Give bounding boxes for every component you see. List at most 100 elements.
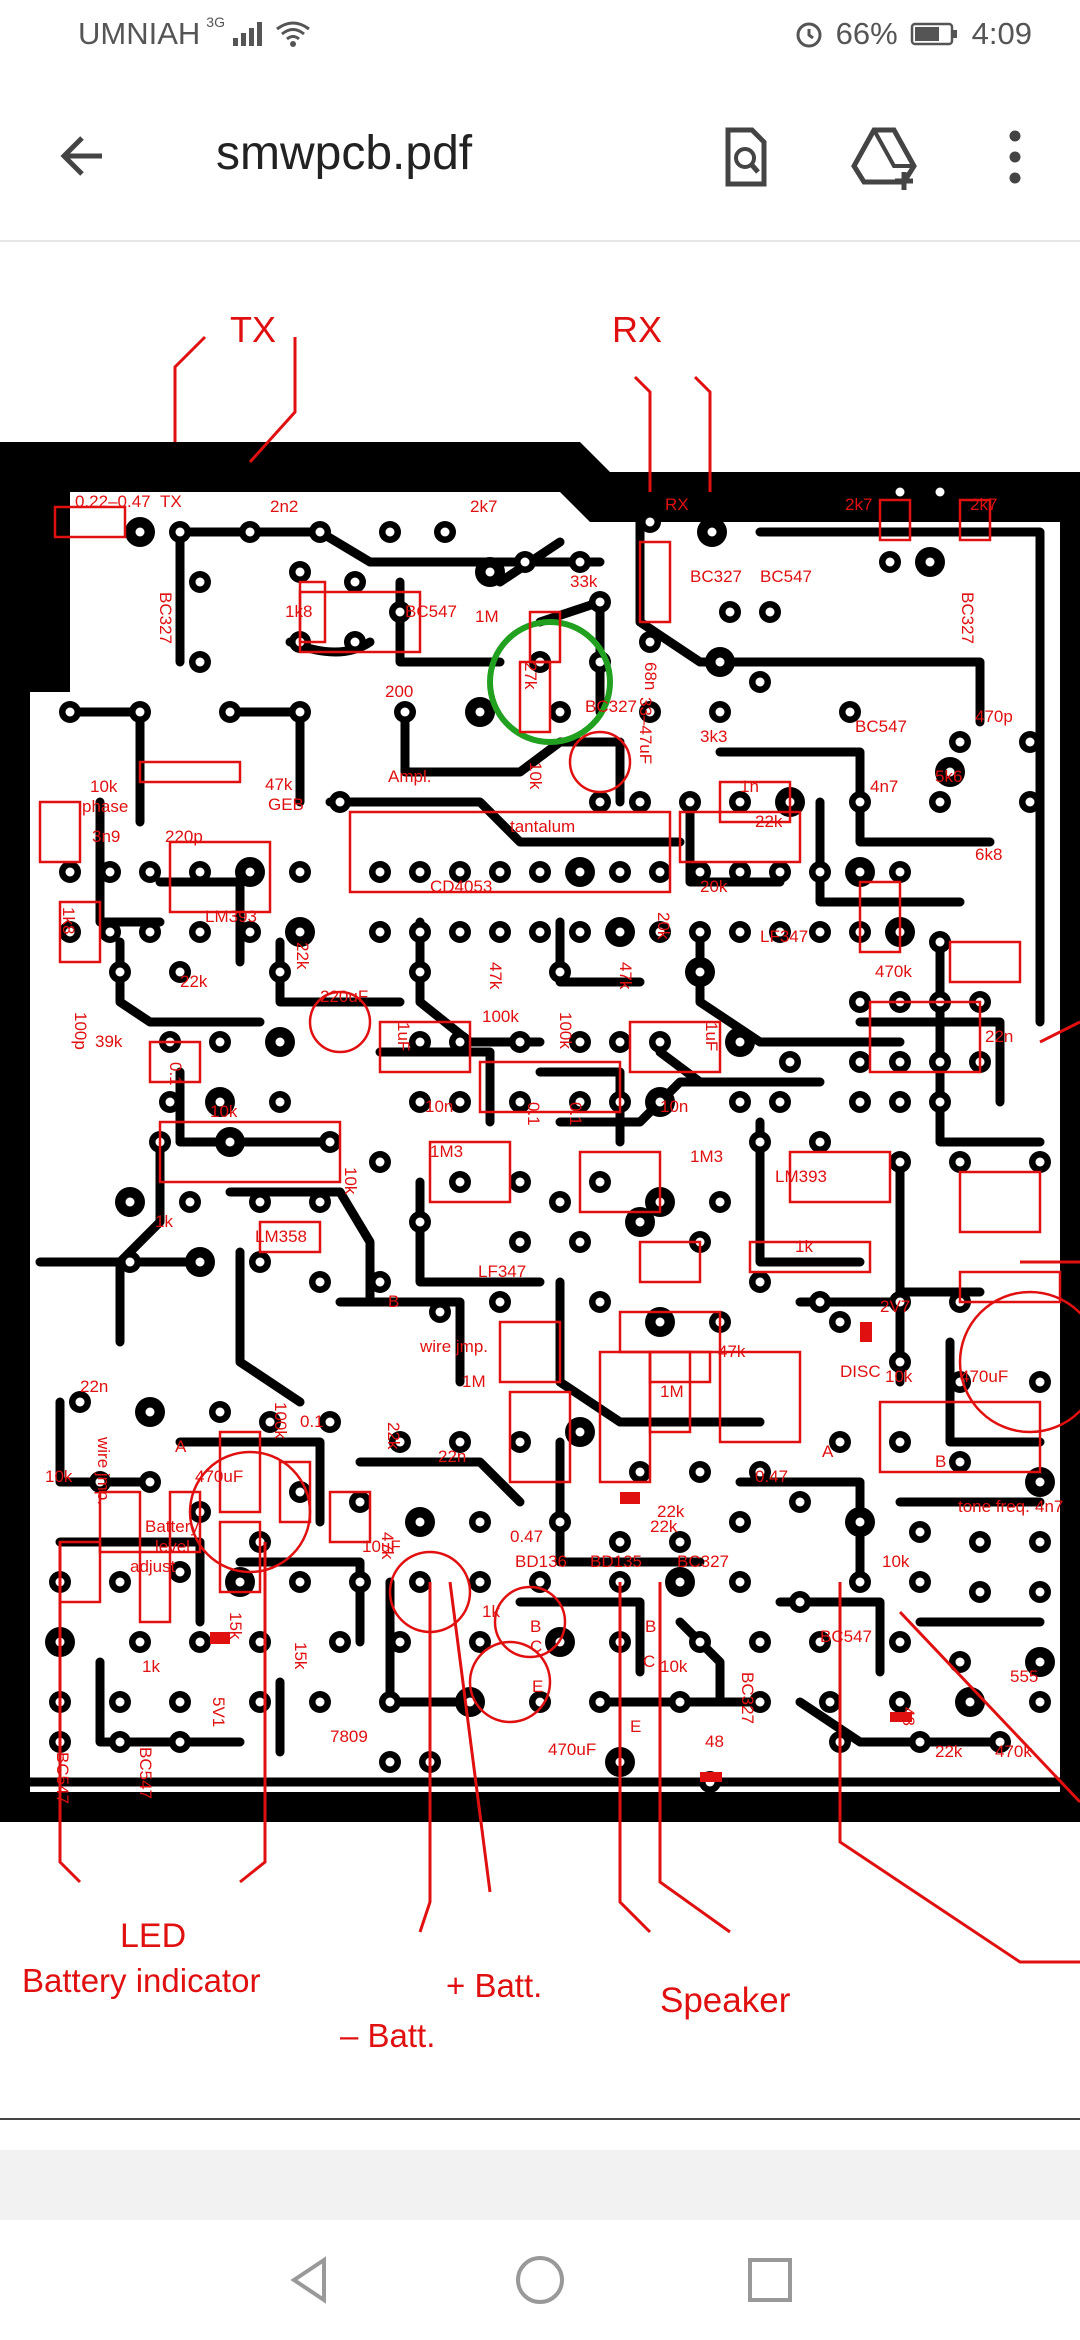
pad-hole (895, 487, 905, 497)
pad-hole (655, 867, 665, 877)
pad-hole (395, 1637, 405, 1647)
pad-hole (135, 707, 145, 717)
component-label: 470k (875, 962, 912, 981)
nav-recents-icon[interactable] (740, 2250, 800, 2310)
pad-hole (325, 1137, 335, 1147)
pad-hole (895, 1057, 905, 1067)
pad-hole (855, 1057, 865, 1067)
pad-hole (295, 1487, 305, 1497)
pad-hole (475, 1637, 485, 1647)
pad-hole (995, 1737, 1005, 1747)
component-label: A (175, 1437, 187, 1456)
pad-hole (335, 797, 345, 807)
component-label: BC547 (855, 717, 907, 736)
component-label: 1M3 (690, 1147, 723, 1166)
pad-hole (655, 1317, 665, 1327)
pad-hole (895, 1097, 905, 1107)
pad-hole (175, 1567, 185, 1577)
pad-hole (755, 1277, 765, 1287)
pad-hole (415, 1217, 425, 1227)
pad-hole (935, 1097, 945, 1107)
component-label: BC547 (820, 1627, 872, 1646)
pad-hole (1035, 1377, 1045, 1387)
pad-hole (175, 527, 185, 537)
pad-hole (245, 527, 255, 537)
component-label: BC547 (53, 1752, 72, 1804)
label-battery-indicator: Battery indicator (22, 1962, 260, 1999)
component-label: adjust (130, 1557, 176, 1576)
pad-hole (825, 1697, 835, 1707)
arrow-left-icon[interactable] (52, 124, 116, 188)
pad-hole (775, 1097, 785, 1107)
pad-hole (245, 867, 255, 877)
component-label: 10n (425, 1097, 453, 1116)
pad-hole (65, 927, 75, 937)
component-label: LM358 (255, 1227, 307, 1246)
document-search-icon[interactable] (710, 122, 780, 192)
component-label: 1M (462, 1372, 486, 1391)
component-label: 100k (271, 1402, 290, 1439)
system-nav-bar (0, 2220, 1080, 2340)
pad-hole (195, 1257, 205, 1267)
component-label: E (630, 1717, 641, 1736)
pad-hole (645, 637, 655, 647)
pad-hole (195, 657, 205, 667)
pad-hole (325, 1417, 335, 1427)
pad-hole (695, 1637, 705, 1647)
pad-hole (725, 607, 735, 617)
pad-hole (955, 1657, 965, 1667)
pad-hole (835, 1317, 845, 1327)
component-label: 1M3 (430, 1142, 463, 1161)
pad-hole (1035, 1477, 1045, 1487)
pad-hole (575, 927, 585, 937)
component-label: 47k (486, 962, 505, 990)
component-label: LF347 (478, 1262, 526, 1281)
component-label: CD4053 (430, 877, 492, 896)
pad-hole (855, 997, 865, 1007)
component-label: 10k (885, 1367, 913, 1386)
pad-hole (755, 1467, 765, 1477)
component-label: 220p (165, 827, 203, 846)
pad-hole (695, 867, 705, 877)
component-label: 470uF (548, 1740, 596, 1759)
pad-hole (535, 1577, 545, 1587)
pad-hole (715, 1197, 725, 1207)
pad-hole (115, 1737, 125, 1747)
pad-hole (315, 1197, 325, 1207)
pad-hole (375, 1157, 385, 1167)
more-vert-icon[interactable] (980, 122, 1050, 192)
pad-hole (595, 1297, 605, 1307)
component-label: 20k (654, 912, 673, 940)
pad-hole (195, 927, 205, 937)
pad-hole (475, 707, 485, 717)
pad-hole (645, 517, 655, 527)
component-label: 33k (570, 572, 598, 591)
pad-hole (215, 1407, 225, 1417)
pad-hole (845, 707, 855, 717)
component-label: 1M (475, 607, 499, 626)
pad-hole (225, 1137, 235, 1147)
pad-hole (515, 1437, 525, 1447)
drive-add-icon[interactable] (850, 122, 920, 192)
nav-back-icon[interactable] (280, 2250, 340, 2310)
pad-hole (575, 1237, 585, 1247)
pdf-page[interactable]: TX RX LED Battery indicator – Batt. + Ba… (0, 242, 1080, 2122)
pad-hole (195, 1637, 205, 1647)
component-label: BC327 (690, 567, 742, 586)
component-label: 6k8 (975, 845, 1002, 864)
pad-hole (855, 1097, 865, 1107)
pad-hole (415, 1037, 425, 1047)
pad-hole (755, 1137, 765, 1147)
component-label: 3k3 (700, 727, 727, 746)
pad-hole (855, 867, 865, 877)
component-label: 47k (616, 962, 635, 990)
component-label: 22n (985, 1027, 1013, 1046)
pad-hole (595, 797, 605, 807)
pad-hole (715, 657, 725, 667)
pad-hole (795, 1497, 805, 1507)
component-label: B (530, 1617, 541, 1636)
pad-hole (555, 1517, 565, 1527)
nav-home-icon[interactable] (510, 2250, 570, 2310)
pad-hole (515, 1037, 525, 1047)
pad-hole (895, 1357, 905, 1367)
